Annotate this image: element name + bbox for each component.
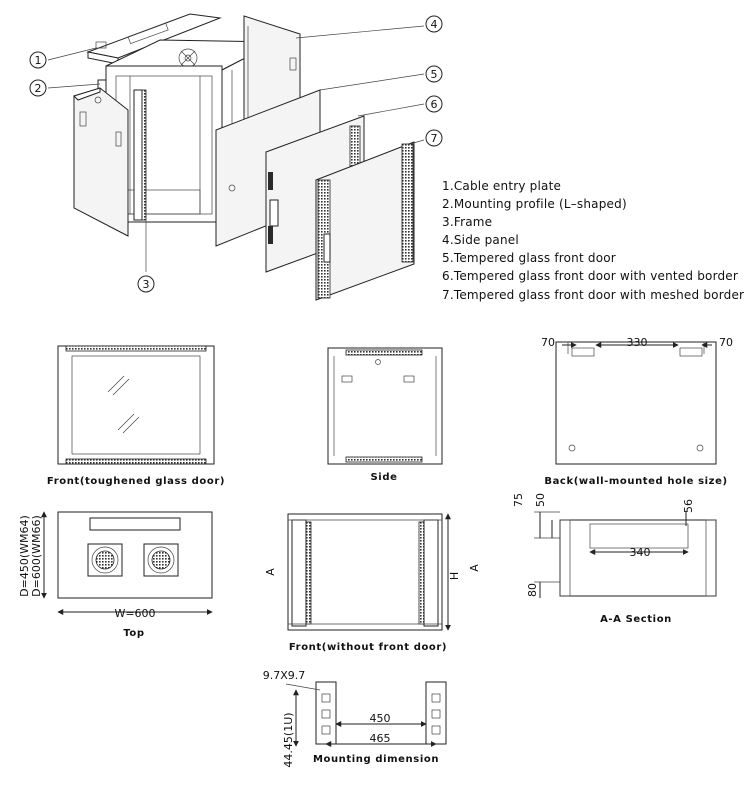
mount-dim-465: 465: [370, 732, 391, 745]
svg-text:5: 5: [431, 68, 438, 81]
top-depth-dim-b: D=600(WM66): [30, 515, 43, 597]
back-dim-mid: 330: [627, 336, 648, 349]
legend-item: 2.Mounting profile (L–shaped): [442, 197, 627, 211]
front-glass-view: Front(toughened glass door): [47, 345, 225, 487]
section-dim-80: 80: [526, 583, 539, 597]
back-dim-left: 70: [541, 336, 555, 349]
mount-hole-dim: 9.7X9.7: [263, 669, 306, 682]
front-height-dim: H: [448, 572, 461, 580]
section-caption: A-A Section: [600, 614, 672, 625]
callout-3: 3: [137, 275, 155, 293]
legend-item: 4.Side panel: [442, 233, 519, 247]
mount-dim-450: 450: [370, 712, 391, 725]
section-dim-56: 56: [682, 499, 695, 513]
callout-5: 5: [425, 65, 443, 83]
parts-legend: 1.Cable entry plate 2.Mounting profile (…: [442, 179, 744, 302]
callout-leaders: [47, 25, 425, 272]
section-dim-340: 340: [630, 546, 651, 559]
cable-entry-plate: [86, 13, 222, 65]
legend-item: 3.Frame: [442, 215, 492, 229]
back-view: 70 330 70 Back(wall-mounted hole size): [541, 336, 733, 487]
mounting-caption: Mounting dimension: [313, 754, 439, 765]
section-marker-left: A: [264, 568, 277, 576]
section-dim-50: 50: [534, 493, 547, 507]
legend-item: 7.Tempered glass front door with meshed …: [442, 288, 744, 302]
legend-item: 1.Cable entry plate: [442, 179, 561, 193]
top-view: W=600 D=450(WM64) D=600(WM66) Top: [18, 511, 213, 639]
side-caption: Side: [371, 472, 398, 483]
exploded-view: 1 2 3 4 5 6 7: [29, 13, 443, 301]
svg-text:3: 3: [143, 278, 150, 291]
svg-text:6: 6: [431, 98, 438, 111]
callout-2: 2: [29, 79, 47, 97]
side-panel-left: [73, 87, 129, 237]
callout-4: 4: [425, 15, 443, 33]
legend-item: 5.Tempered glass front door: [442, 251, 616, 265]
mount-dim-1u: 44.45(1U): [282, 712, 295, 767]
mounting-dimension-view: 9.7X9.7 450 465 44.45(1U) Mounting dimen…: [263, 669, 447, 768]
section-dim-75: 75: [512, 493, 525, 507]
front-no-door-view: H A A Front(without front door): [264, 513, 481, 653]
top-width-dim: W=600: [114, 607, 155, 620]
section-view: 75 50 56 340 80 A-A Section: [512, 493, 717, 625]
front-glass-caption: Front(toughened glass door): [47, 476, 225, 487]
callout-1: 1: [29, 51, 47, 69]
top-depth-dim-a: D=450(WM64): [18, 515, 31, 597]
callout-7: 7: [425, 129, 443, 147]
top-caption: Top: [123, 628, 144, 639]
svg-text:7: 7: [431, 132, 438, 145]
section-marker-right: A: [468, 564, 481, 572]
callout-6: 6: [425, 95, 443, 113]
svg-text:4: 4: [431, 18, 438, 31]
meshed-door: [315, 141, 415, 301]
svg-text:2: 2: [35, 82, 42, 95]
svg-text:1: 1: [35, 54, 42, 67]
front-no-door-caption: Front(without front door): [289, 642, 447, 653]
legend-item: 6.Tempered glass front door with vented …: [442, 269, 738, 283]
side-view: Side: [327, 347, 443, 483]
back-caption: Back(wall-mounted hole size): [544, 476, 727, 487]
back-dim-right: 70: [719, 336, 733, 349]
